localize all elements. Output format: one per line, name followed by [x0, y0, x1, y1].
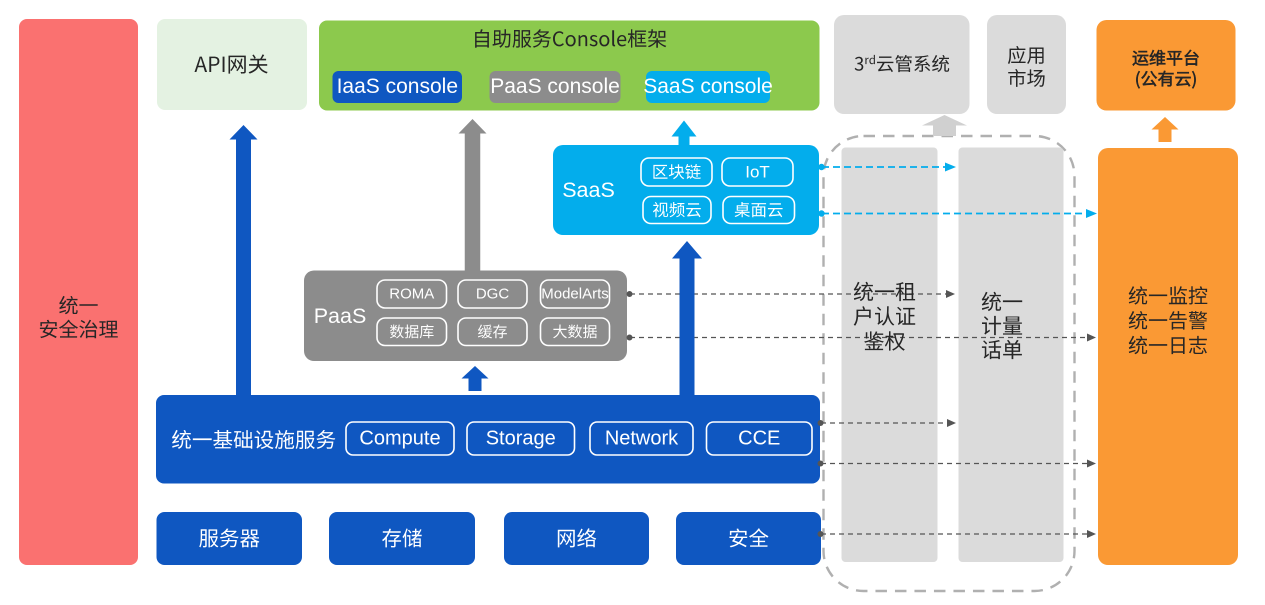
svg-text:Compute: Compute — [359, 428, 440, 450]
svg-text:CCE: CCE — [738, 428, 780, 450]
svg-text:SaaS: SaaS — [562, 178, 615, 202]
svg-text:IoT: IoT — [745, 163, 770, 182]
svg-text:IaaS console: IaaS console — [337, 75, 458, 98]
svg-text:PaaS: PaaS — [314, 304, 367, 328]
svg-text:Network: Network — [605, 428, 679, 450]
svg-text:SaaS console: SaaS console — [643, 75, 773, 98]
svg-text:DGC: DGC — [476, 286, 510, 303]
svg-text:ROMA: ROMA — [389, 286, 434, 303]
svg-text:Storage: Storage — [486, 428, 556, 450]
svg-text:ModelArts: ModelArts — [541, 286, 609, 303]
svg-text:PaaS console: PaaS console — [490, 75, 620, 98]
